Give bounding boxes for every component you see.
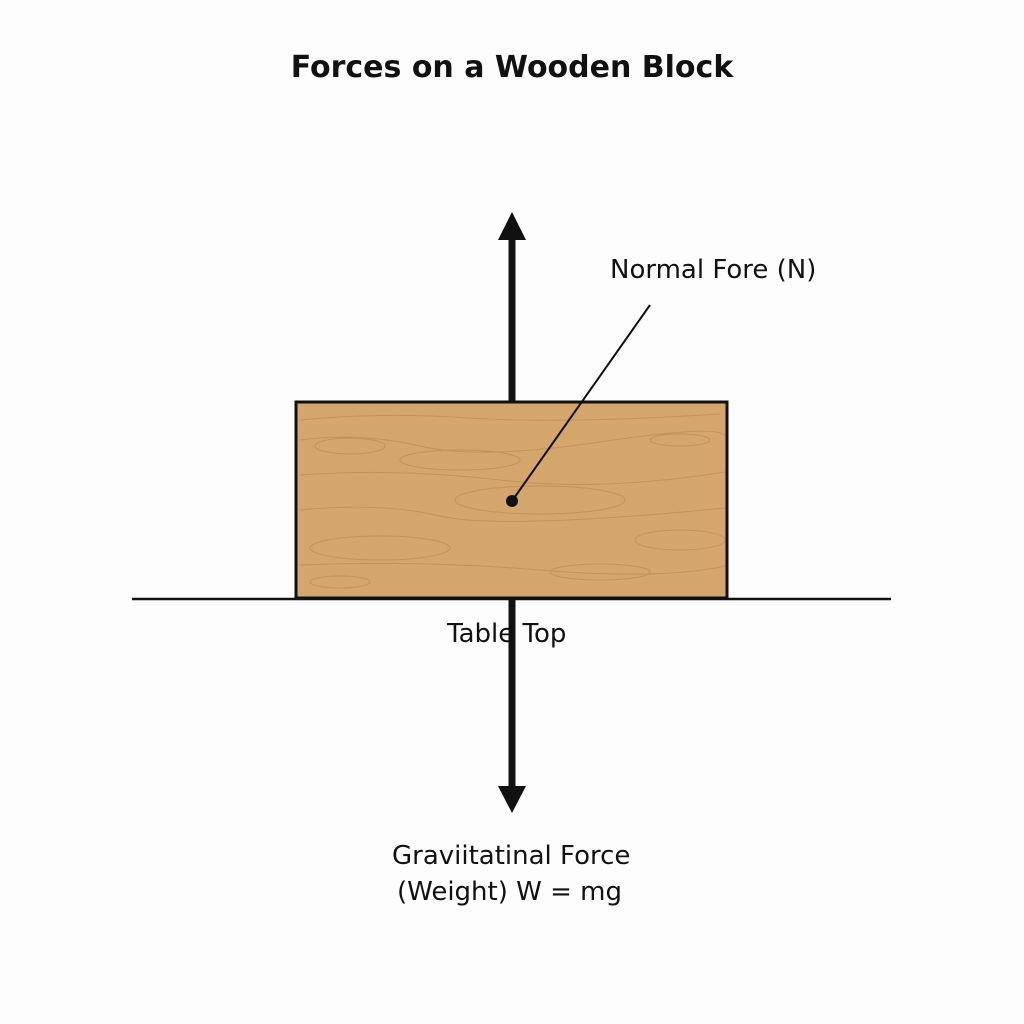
diagram-title: Forces on a Wooden Block xyxy=(290,50,734,85)
gravity-label-line1: Graviitatinal Force xyxy=(392,841,631,871)
wooden-block xyxy=(294,400,729,600)
center-of-mass-dot xyxy=(506,495,518,507)
wood-grain xyxy=(299,413,726,589)
table-top-label: Table Top xyxy=(447,619,567,649)
normal-force-label: Normal Fore (N) xyxy=(610,255,817,285)
gravity-label-line2: (Weight) W = mg xyxy=(397,877,622,907)
weight-arrowhead xyxy=(498,786,526,813)
normal-force-arrowhead xyxy=(498,212,526,240)
normal-force-leader-line xyxy=(511,304,651,502)
